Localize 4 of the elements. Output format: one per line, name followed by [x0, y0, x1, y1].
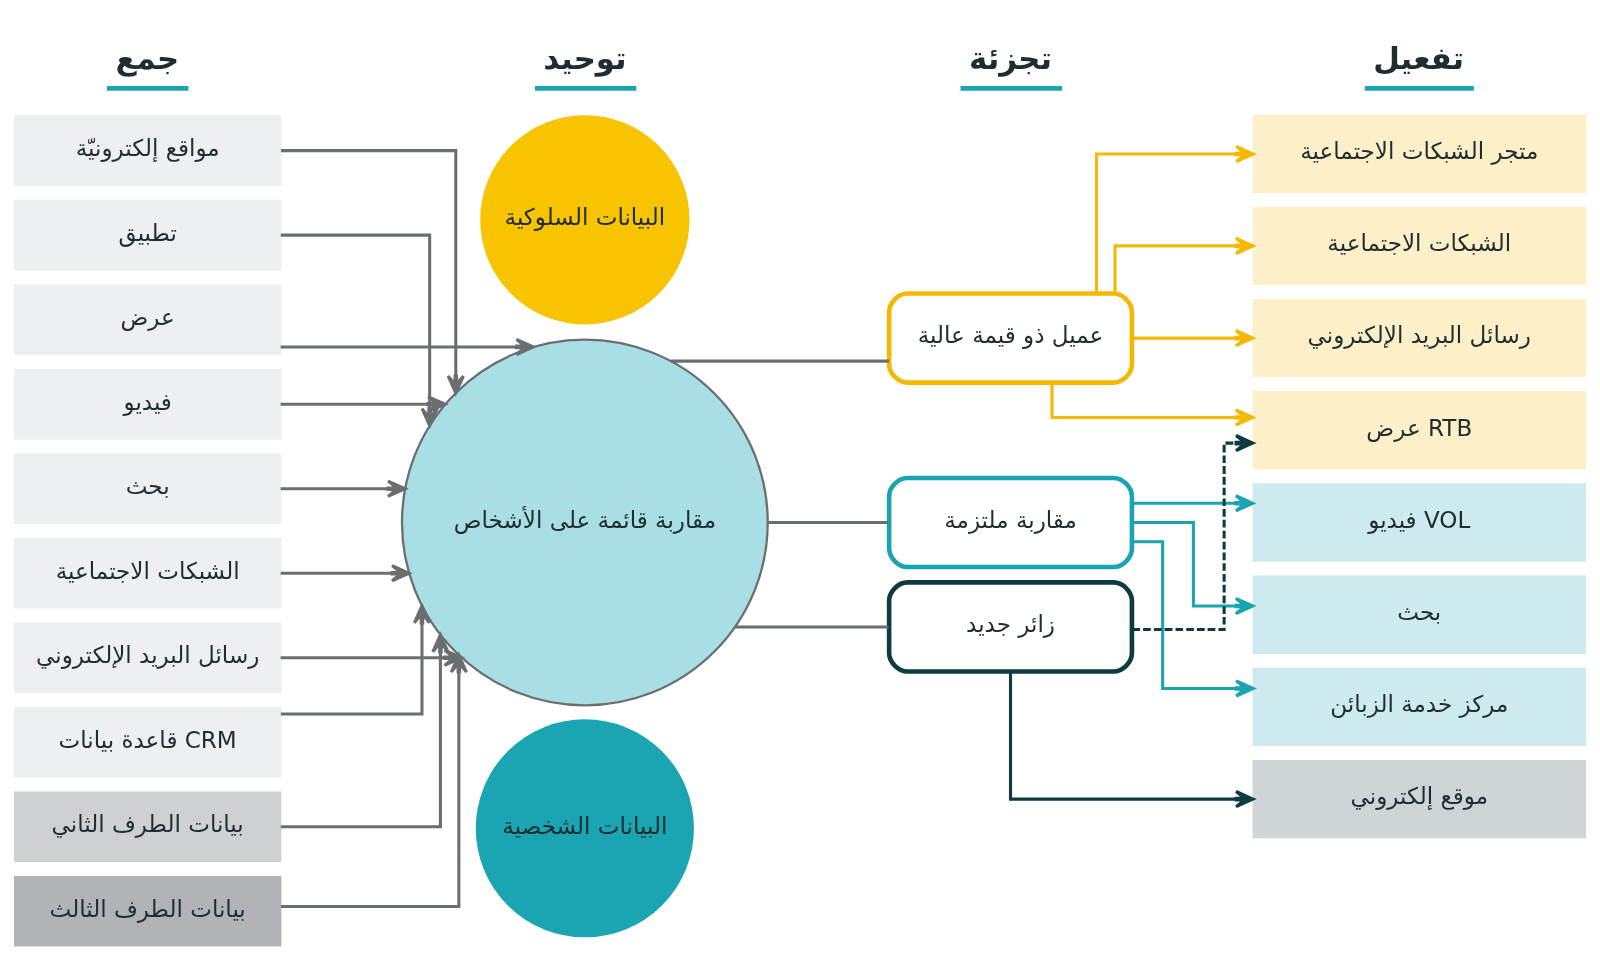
label: توحيد — [543, 39, 627, 76]
label: جمع — [115, 39, 180, 76]
label: تجزئة — [969, 39, 1052, 76]
label: تفعيل — [1373, 39, 1465, 76]
